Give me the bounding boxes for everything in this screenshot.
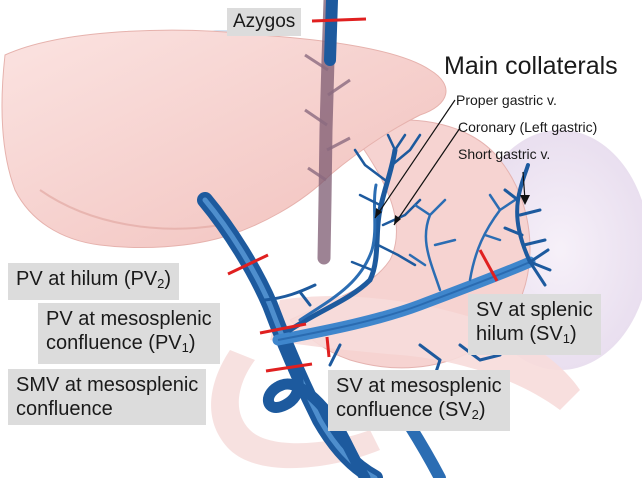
pv-hilum-label: PV at hilum (PV2) bbox=[8, 263, 179, 300]
sv-hilum-line1: SV at splenic bbox=[476, 298, 593, 322]
pv-hilum-text: PV at hilum (PV bbox=[16, 268, 157, 290]
sv-meso-line2: confluence (SV bbox=[336, 399, 472, 421]
coronary-label: Coronary (Left gastric) bbox=[458, 119, 597, 135]
proper-gastric-label: Proper gastric v. bbox=[456, 92, 557, 108]
pv-meso-close: ) bbox=[189, 332, 196, 354]
sv-meso-label: SV at mesosplenic confluence (SV2) bbox=[328, 370, 510, 431]
sv-hilum-close: ) bbox=[570, 323, 577, 345]
smv-meso-line2: confluence bbox=[16, 397, 198, 421]
pv-meso-line1: PV at mesosplenic bbox=[46, 307, 212, 331]
azygos-vessel-top bbox=[330, 0, 332, 60]
pv-meso-sub: 1 bbox=[182, 340, 189, 355]
pv-meso-label: PV at mesosplenic confluence (PV1) bbox=[38, 303, 220, 364]
sv-hilum-line2: hilum (SV bbox=[476, 323, 563, 345]
smv-meso-line1: SMV at mesosplenic bbox=[16, 373, 198, 397]
sv-hilum-label: SV at splenic hilum (SV1) bbox=[468, 294, 601, 355]
sv-meso-sub: 2 bbox=[472, 407, 479, 422]
sv-hilum-sub: 1 bbox=[563, 331, 570, 346]
pv-meso-line2: confluence (PV bbox=[46, 332, 182, 354]
pv-hilum-close: ) bbox=[164, 268, 171, 290]
azygos-marker bbox=[312, 19, 366, 21]
azygos-label: Azygos bbox=[227, 8, 301, 36]
main-collaterals-title: Main collaterals bbox=[444, 52, 618, 81]
short-gastric-label: Short gastric v. bbox=[458, 146, 550, 162]
smv-meso-label: SMV at mesosplenic confluence bbox=[8, 369, 206, 425]
azygos-text: Azygos bbox=[233, 11, 295, 32]
sv2-marker bbox=[327, 337, 329, 357]
sv-meso-close: ) bbox=[479, 399, 486, 421]
sv-meso-line1: SV at mesosplenic bbox=[336, 374, 502, 398]
